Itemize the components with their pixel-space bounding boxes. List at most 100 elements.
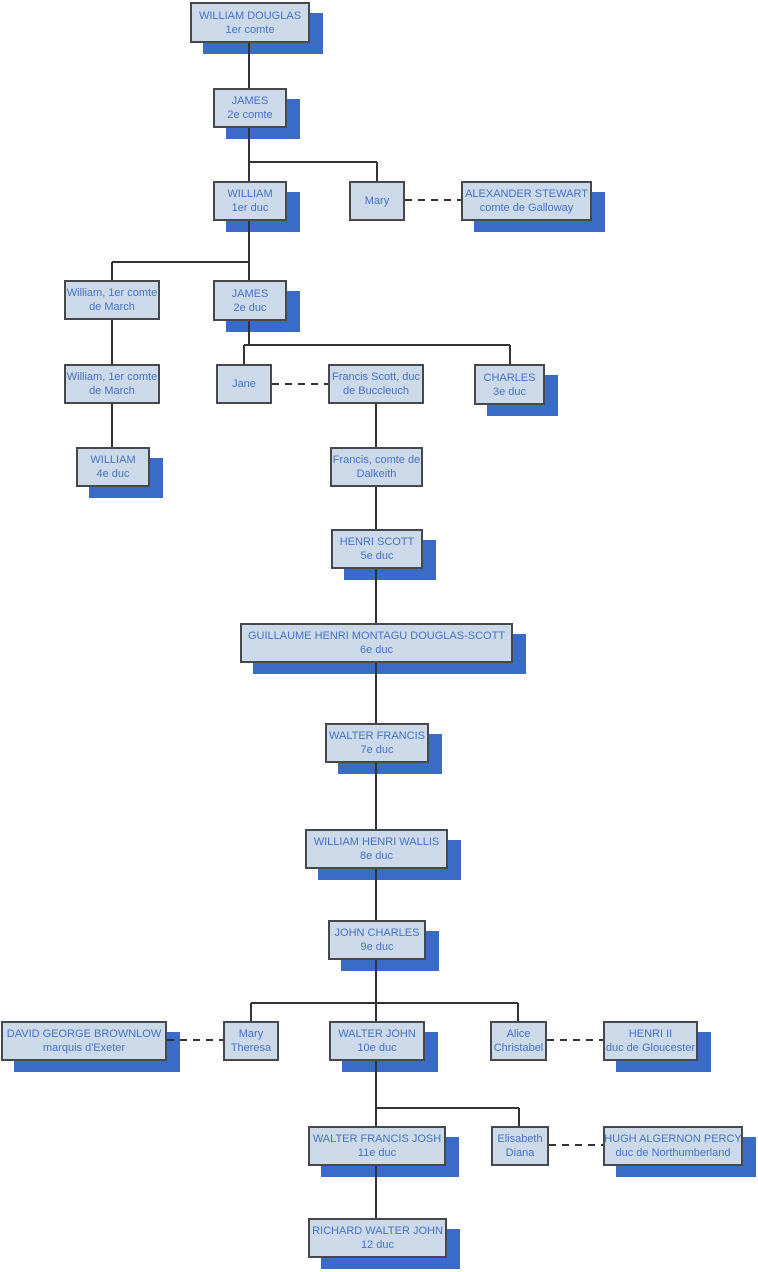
node-label-line2: Theresa (230, 1042, 272, 1054)
marriage-dashed-connector-4 (549, 1144, 603, 1146)
node-label-line1: WALTER JOHN (338, 1028, 416, 1040)
node-hugh-algernon-percy: HUGH ALGERNON PERCY duc de Northumberland (603, 1126, 743, 1166)
node-label-line1: William, 1er comte (66, 287, 158, 299)
node-label-line1: WILLIAM (90, 454, 136, 466)
node-john-charles-9e-duc: JOHN CHARLES 9e duc (328, 920, 426, 960)
node-william-1er-duc: WILLIAM 1er duc (213, 181, 287, 221)
node-label-line1: Alice (506, 1028, 531, 1040)
descent-connector-25 (518, 1108, 520, 1127)
marriage-dashed-connector-1 (272, 383, 328, 385)
node-label-line1: WILLIAM (227, 188, 273, 200)
node-label-line2: de March (89, 385, 135, 397)
descent-connector-14 (375, 487, 377, 529)
descent-connector-4 (248, 221, 250, 280)
marriage-dashed-connector-3 (547, 1039, 603, 1041)
node-label-line1: HUGH ALGERNON PERCY (604, 1133, 742, 1145)
node-label-line1: WALTER FRANCIS (329, 730, 425, 742)
descent-connector-10 (244, 344, 510, 346)
node-label-line1: HENRI II (628, 1028, 673, 1040)
node-label-line2: 10e duc (357, 1042, 397, 1054)
descent-connector-16 (375, 663, 377, 723)
node-label-line2: duc de Gloucester (605, 1042, 696, 1054)
descent-connector-20 (251, 1002, 518, 1004)
node-alexander-stewart: ALEXANDER STEWART comte de Galloway (461, 181, 592, 221)
node-label-line1: Mary (364, 195, 390, 207)
node-label-line2: de March (89, 301, 135, 313)
node-label-line2: Christabel (493, 1042, 544, 1054)
node-jane: Jane (216, 364, 272, 404)
descent-connector-21 (250, 1003, 252, 1021)
node-label-line1: Francis, comte de (332, 454, 421, 466)
node-label-line1: RICHARD WALTER JOHN (312, 1225, 443, 1237)
node-label-line2: 4e duc (96, 468, 130, 480)
descent-connector-22 (517, 1003, 519, 1021)
node-label-line1: JAMES (231, 95, 269, 107)
marriage-dashed-connector-0 (405, 199, 461, 201)
node-label-line2: Diana (505, 1147, 535, 1159)
node-label-line1: HENRI SCOTT (339, 536, 415, 548)
node-henri-ii: HENRI II duc de Gloucester (603, 1021, 698, 1061)
node-label-line2: 1er comte (225, 23, 275, 36)
node-label-line2: 6e duc (359, 644, 394, 656)
node-label-line2: 12 duc (360, 1239, 395, 1251)
node-label-line1: DAVID GEORGE BROWNLOW (6, 1028, 162, 1040)
node-label-line1: ALEXANDER STEWART (465, 188, 588, 200)
descent-connector-17 (375, 763, 377, 829)
node-label-line1: Francis Scott, duc (331, 371, 421, 383)
descent-connector-24 (376, 1107, 519, 1109)
node-label-line1: JAMES (231, 287, 269, 300)
node-label-line1: CHARLES (483, 371, 536, 384)
node-label-line1: Elisabeth (497, 1133, 543, 1145)
node-richard-walter-john-12e-duc: RICHARD WALTER JOHN 12 duc (308, 1218, 447, 1258)
descent-connector-7 (111, 320, 113, 364)
node-label-line2: Dalkeith (356, 468, 397, 480)
node-francis-comte-de-dalkeith: Francis, comte de Dalkeith (330, 447, 423, 487)
node-francis-scott-duc-de-buccleuch: Francis Scott, duc de Buccleuch (328, 364, 424, 404)
descent-connector-6 (111, 262, 113, 280)
node-label-line2: 9e duc (360, 941, 394, 953)
descent-connector-19 (375, 960, 377, 1021)
descent-connector-9 (248, 320, 250, 345)
node-label-line2: 2e duc (233, 301, 267, 314)
node-mary: Mary (349, 181, 405, 221)
node-label-line1: WILLIAM DOUGLAS (198, 9, 302, 22)
node-james-2e-comte: JAMES 2e comte (213, 88, 287, 128)
node-label-line2: de Buccleuch (342, 385, 410, 397)
node-william-1er-comte-de-march: William, 1er comte de March (64, 280, 160, 320)
node-label-line1: JOHN CHARLES (334, 927, 420, 939)
node-henri-scott-5e-duc: HENRI SCOTT 5e duc (331, 529, 423, 569)
descent-connector-8 (111, 404, 113, 447)
descent-connector-11 (243, 345, 245, 364)
node-label-line2: 2e comte (227, 109, 273, 121)
descent-connector-2 (249, 161, 377, 163)
node-label-line2: comte de Galloway (479, 202, 574, 214)
node-label-line2: duc de Northumberland (615, 1147, 731, 1159)
node-label-line2: 3e duc (492, 385, 527, 398)
descent-connector-18 (375, 869, 377, 920)
node-label-line2: 1er duc (231, 202, 269, 214)
descent-connector-26 (375, 1166, 377, 1218)
descent-connector-15 (375, 569, 377, 623)
node-label-line1: Jane (232, 378, 256, 390)
descent-connector-13 (375, 404, 377, 447)
node-label-line2: 5e duc (360, 550, 394, 562)
node-walter-john-10e-duc: WALTER JOHN 10e duc (329, 1021, 425, 1061)
descent-connector-23 (375, 1061, 377, 1126)
node-william-4e-duc: WILLIAM 4e duc (76, 447, 150, 487)
descent-connector-12 (509, 345, 511, 364)
node-label-line1: WALTER FRANCIS JOSH (312, 1133, 442, 1145)
marriage-dashed-connector-2 (167, 1039, 223, 1041)
